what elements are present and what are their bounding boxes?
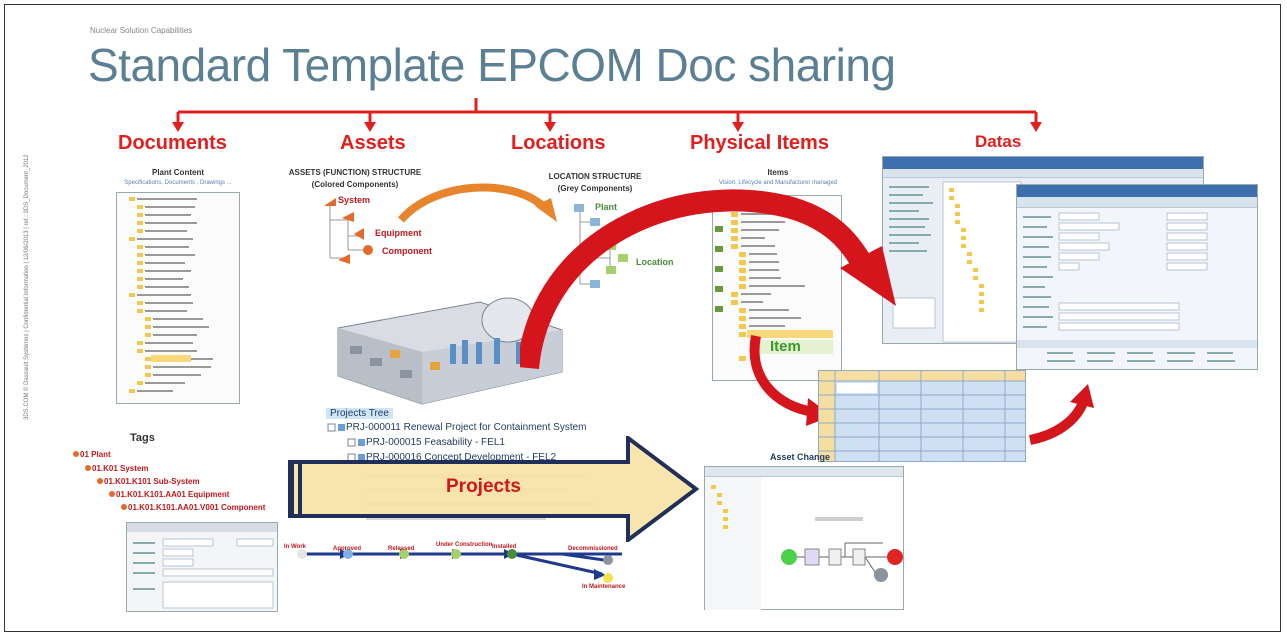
asset-change-workflow xyxy=(705,477,903,610)
sidebar-copyright: 3DS.COM © Dassault Systèmes | Confidenti… xyxy=(24,154,30,420)
location-to-datas-arrow xyxy=(520,189,896,370)
location-plant-label: Plant xyxy=(595,202,618,212)
datas-window-front-titlebar xyxy=(1017,185,1257,197)
assets-equipment-label: Equipment xyxy=(375,228,422,238)
location-location-label: Location xyxy=(636,257,674,267)
project-row[interactable]: PRJ-000015 Feasability - FEL1 xyxy=(366,437,505,448)
assets-structure-subtitle: (Colored Components) xyxy=(311,180,399,189)
lifecycle-state: In Work xyxy=(284,544,306,550)
plant-content-tree-rows xyxy=(129,197,213,393)
datas-window-back-titlebar xyxy=(883,157,1203,169)
tag-row[interactable]: 01.K01.K101 Sub-System xyxy=(104,477,200,486)
datas-window-front-form xyxy=(1017,212,1257,362)
asset-change-window[interactable] xyxy=(704,466,904,610)
assets-tree-graphic xyxy=(324,198,373,264)
items-item-label: Item xyxy=(770,338,801,355)
lifecycle-diagram xyxy=(297,549,622,583)
category-locations: Locations xyxy=(511,132,606,154)
tag-row[interactable]: 01 Plant xyxy=(80,450,111,459)
category-assets: Assets xyxy=(340,132,406,154)
category-datas: Datas xyxy=(975,132,1022,151)
assets-structure-title: ASSETS (FUNCTION) STRUCTURE xyxy=(288,168,422,177)
category-bracket xyxy=(172,98,1042,132)
category-documents: Documents xyxy=(118,132,227,154)
plant-content-subtitle: Specifications, Documents , Drawings ... xyxy=(124,180,232,186)
datas-window-front-toolbar xyxy=(1017,197,1257,208)
tag-form-window[interactable] xyxy=(126,522,278,612)
assets-to-locations-arrow xyxy=(397,183,557,223)
tag-row[interactable]: 01.K01.K101.AA01 Equipment xyxy=(116,490,230,499)
spreadsheet-cells xyxy=(819,371,1025,461)
location-structure-title: LOCATION STRUCTURE xyxy=(548,172,642,181)
projects-tree-title: Projects Tree xyxy=(326,408,393,419)
project-row[interactable]: PRJ-000016 Concept Development - FEL2 xyxy=(366,452,557,463)
items-subtitle: Vision, Lifecycle and Manufacturer manag… xyxy=(718,180,838,186)
slide-title: Standard Template EPCOM Doc sharing xyxy=(88,39,896,91)
lifecycle-state: In Maintenance xyxy=(582,584,626,590)
tag-row[interactable]: 01.K01.K101.AA01.V001 Component xyxy=(128,503,266,512)
assets-system-label: System xyxy=(338,195,371,205)
projects-arrow xyxy=(288,436,700,542)
location-structure-subtitle: (Grey Components) xyxy=(557,184,633,193)
category-physical-items: Physical Items xyxy=(690,132,829,154)
spreadsheet-to-datas-arrow xyxy=(1028,384,1094,445)
tag-form-titlebar xyxy=(127,523,277,532)
asset-change-title: Asset Change xyxy=(770,452,831,462)
items-tree-rows xyxy=(715,204,833,361)
lifecycle-state: Approved xyxy=(333,546,362,552)
assets-component-label: Component xyxy=(382,246,432,256)
datas-window-back-content xyxy=(889,181,1022,343)
spreadsheet-grid[interactable] xyxy=(818,370,1026,462)
tags-title: Tags xyxy=(130,432,155,444)
lifecycle-state: Released xyxy=(388,546,415,552)
plant-content-title: Plant Content xyxy=(152,168,204,177)
lifecycle-state: Under Construction xyxy=(436,542,493,548)
asset-change-toolbar xyxy=(705,467,903,477)
datas-window-front[interactable] xyxy=(1016,184,1258,370)
slide-kicker: Nuclear Solution Capabilities xyxy=(90,26,193,35)
slide-frame xyxy=(4,4,1281,632)
lifecycle-state: Installed xyxy=(492,544,517,550)
projects-arrow-label: Projects xyxy=(446,476,521,497)
tag-form-fields xyxy=(133,538,274,609)
tags-icons xyxy=(73,451,127,510)
items-title: Items xyxy=(767,168,789,177)
lifecycle-state: Decommissioned xyxy=(568,546,618,552)
tag-row[interactable]: 01.K01 System xyxy=(92,464,149,473)
project-row[interactable]: PRJ-000011 Renewal Project for Containme… xyxy=(346,422,587,433)
datas-window-back-toolbar xyxy=(883,169,1203,178)
plant-content-tree[interactable] xyxy=(116,192,240,404)
